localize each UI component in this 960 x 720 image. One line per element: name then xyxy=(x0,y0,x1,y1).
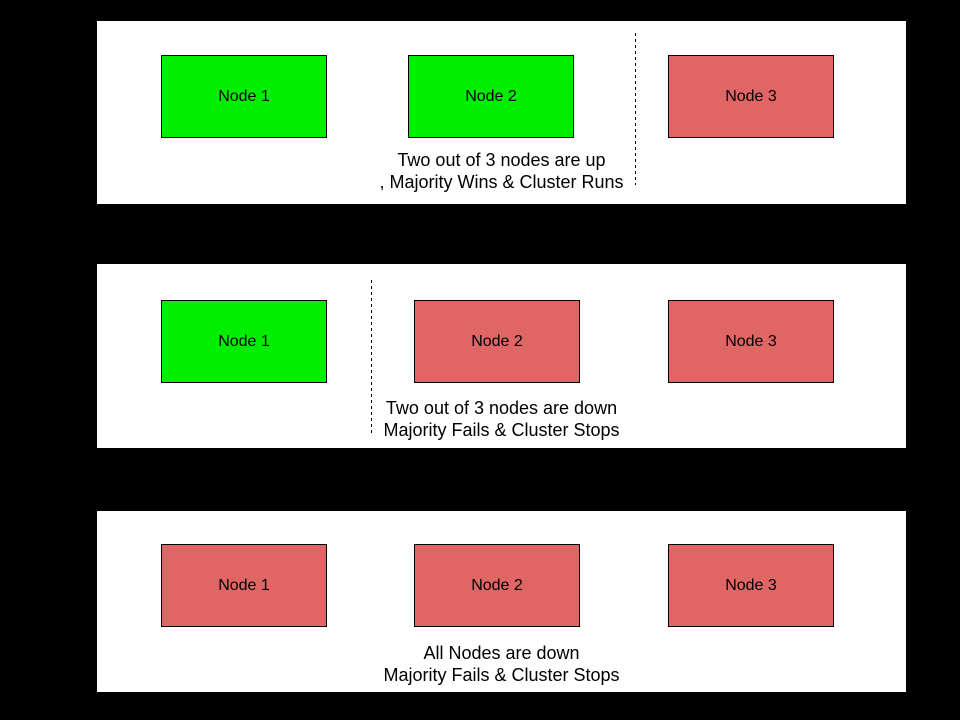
node-3-box: Node 3 xyxy=(668,300,834,383)
node-1-box: Node 1 xyxy=(161,55,327,138)
partition-divider-dashed-line xyxy=(635,33,636,185)
caption-line-2: Majority Fails & Cluster Stops xyxy=(383,665,620,685)
node-2-box: Node 2 xyxy=(414,300,580,383)
node-3-label: Node 3 xyxy=(725,332,777,350)
caption-line-2: Majority Fails & Cluster Stops xyxy=(383,420,620,440)
node-1-label: Node 1 xyxy=(218,87,270,105)
panel-caption: Two out of 3 nodes are down Majority Fai… xyxy=(97,397,906,441)
caption-line-2: , Majority Wins & Cluster Runs xyxy=(379,172,624,192)
node-1-label: Node 1 xyxy=(218,332,270,350)
node-2-label: Node 2 xyxy=(471,576,523,594)
node-2-label: Node 2 xyxy=(471,332,523,350)
scenario-panel-majority-down: Node 1 Node 2 Node 3 Two out of 3 nodes … xyxy=(96,263,907,449)
scenario-panel-all-down: Node 1 Node 2 Node 3 All Nodes are down … xyxy=(96,510,907,693)
scenario-panel-majority-up: Node 1 Node 2 Node 3 Two out of 3 nodes … xyxy=(96,20,907,205)
partition-divider-dashed-line xyxy=(371,280,372,436)
node-2-box: Node 2 xyxy=(414,544,580,627)
panel-caption: All Nodes are down Majority Fails & Clus… xyxy=(97,642,906,686)
node-2-label: Node 2 xyxy=(465,87,517,105)
node-3-label: Node 3 xyxy=(725,576,777,594)
node-3-label: Node 3 xyxy=(725,87,777,105)
node-3-box: Node 3 xyxy=(668,544,834,627)
caption-line-1: All Nodes are down xyxy=(423,643,580,663)
node-3-box: Node 3 xyxy=(668,55,834,138)
caption-line-1: Two out of 3 nodes are up xyxy=(397,150,606,170)
node-1-box: Node 1 xyxy=(161,300,327,383)
node-1-box: Node 1 xyxy=(161,544,327,627)
node-2-box: Node 2 xyxy=(408,55,574,138)
panel-caption: Two out of 3 nodes are up , Majority Win… xyxy=(97,149,906,193)
caption-line-1: Two out of 3 nodes are down xyxy=(385,398,618,418)
node-1-label: Node 1 xyxy=(218,576,270,594)
